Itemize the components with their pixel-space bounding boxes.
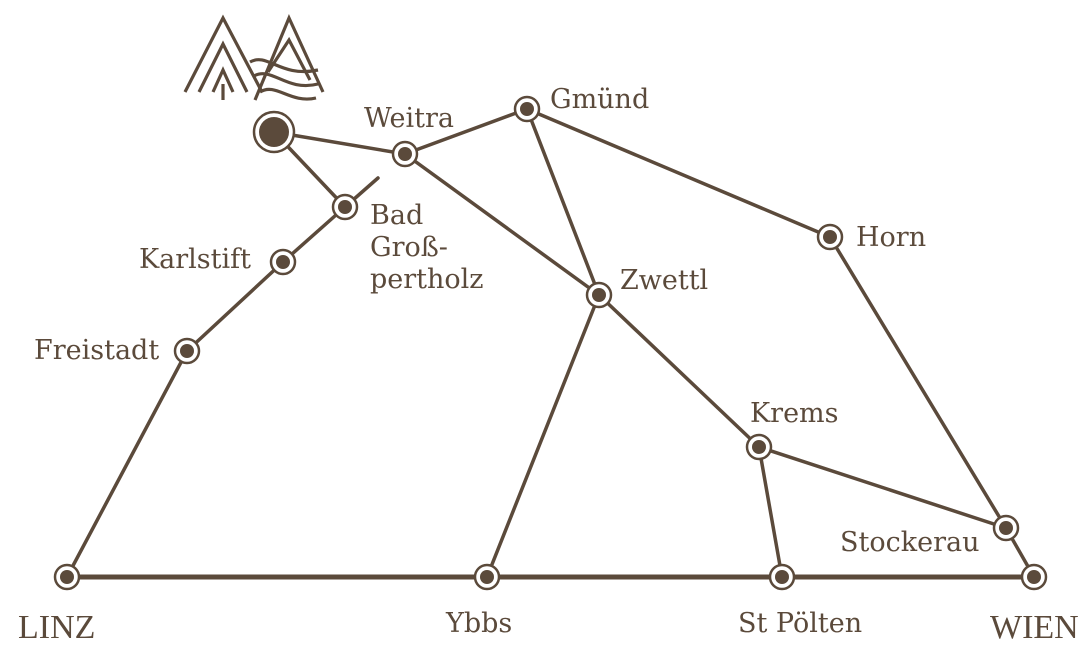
label-freistadt: Freistadt: [34, 335, 159, 366]
route-krems-stockerau: [757, 445, 1008, 530]
station-st-poelten: [768, 563, 796, 591]
place-labels: LINZ Ybbs St Pölten WIEN Freistadt Karls…: [18, 84, 1079, 646]
station-gmuend: [513, 95, 541, 123]
stations: [53, 95, 1048, 591]
station-zwettl: [585, 281, 613, 309]
label-ybbs: Ybbs: [445, 608, 512, 639]
station-weitra: [391, 140, 419, 168]
route-freistadt-karlstift: [185, 260, 285, 353]
label-stockerau: Stockerau: [840, 527, 979, 558]
route-lines: [64, 107, 1037, 580]
label-bad-grosspertholz-line3: pertholz: [370, 264, 484, 295]
label-wien: WIEN: [990, 609, 1079, 646]
station-ybbs: [473, 563, 501, 591]
label-linz: LINZ: [18, 609, 95, 646]
route-linz-freistadt: [65, 349, 189, 579]
label-gmuend: Gmünd: [550, 84, 649, 115]
route-gmuend-zwettl: [525, 107, 601, 297]
route-zwettl-krems: [597, 293, 761, 449]
route-weitra-gmuend: [403, 107, 529, 156]
route-zwettl-ybbs: [485, 293, 601, 579]
forest-mountain-river-logo-icon: [183, 14, 325, 101]
label-bad-grosspertholz-line1: Bad: [370, 200, 423, 231]
route-horn-stockerau: [828, 235, 1008, 530]
station-bad-grosspertholz: [331, 193, 359, 221]
label-bad-grosspertholz-line2: Groß-: [370, 232, 448, 263]
label-zwettl: Zwettl: [620, 265, 708, 296]
route-hub-weitra: [272, 130, 407, 156]
route-gmuend-horn: [525, 107, 832, 239]
route-weitra-zwettl: [403, 152, 601, 297]
station-horn: [816, 223, 844, 251]
station-stockerau: [992, 514, 1020, 542]
route-karlstift-bad-grosspertholz: [281, 205, 347, 264]
route-krems-st-poelten: [757, 445, 784, 579]
label-horn: Horn: [856, 222, 926, 253]
label-st-poelten: St Pölten: [738, 608, 862, 639]
label-krems: Krems: [750, 398, 839, 429]
station-freistadt: [173, 337, 201, 365]
label-karlstift: Karlstift: [139, 244, 251, 275]
label-weitra: Weitra: [364, 103, 454, 134]
station-krems: [745, 433, 773, 461]
station-karlstift: [269, 248, 297, 276]
station-hub: [252, 110, 296, 154]
station-wien: [1020, 563, 1048, 591]
station-linz: [53, 563, 81, 591]
